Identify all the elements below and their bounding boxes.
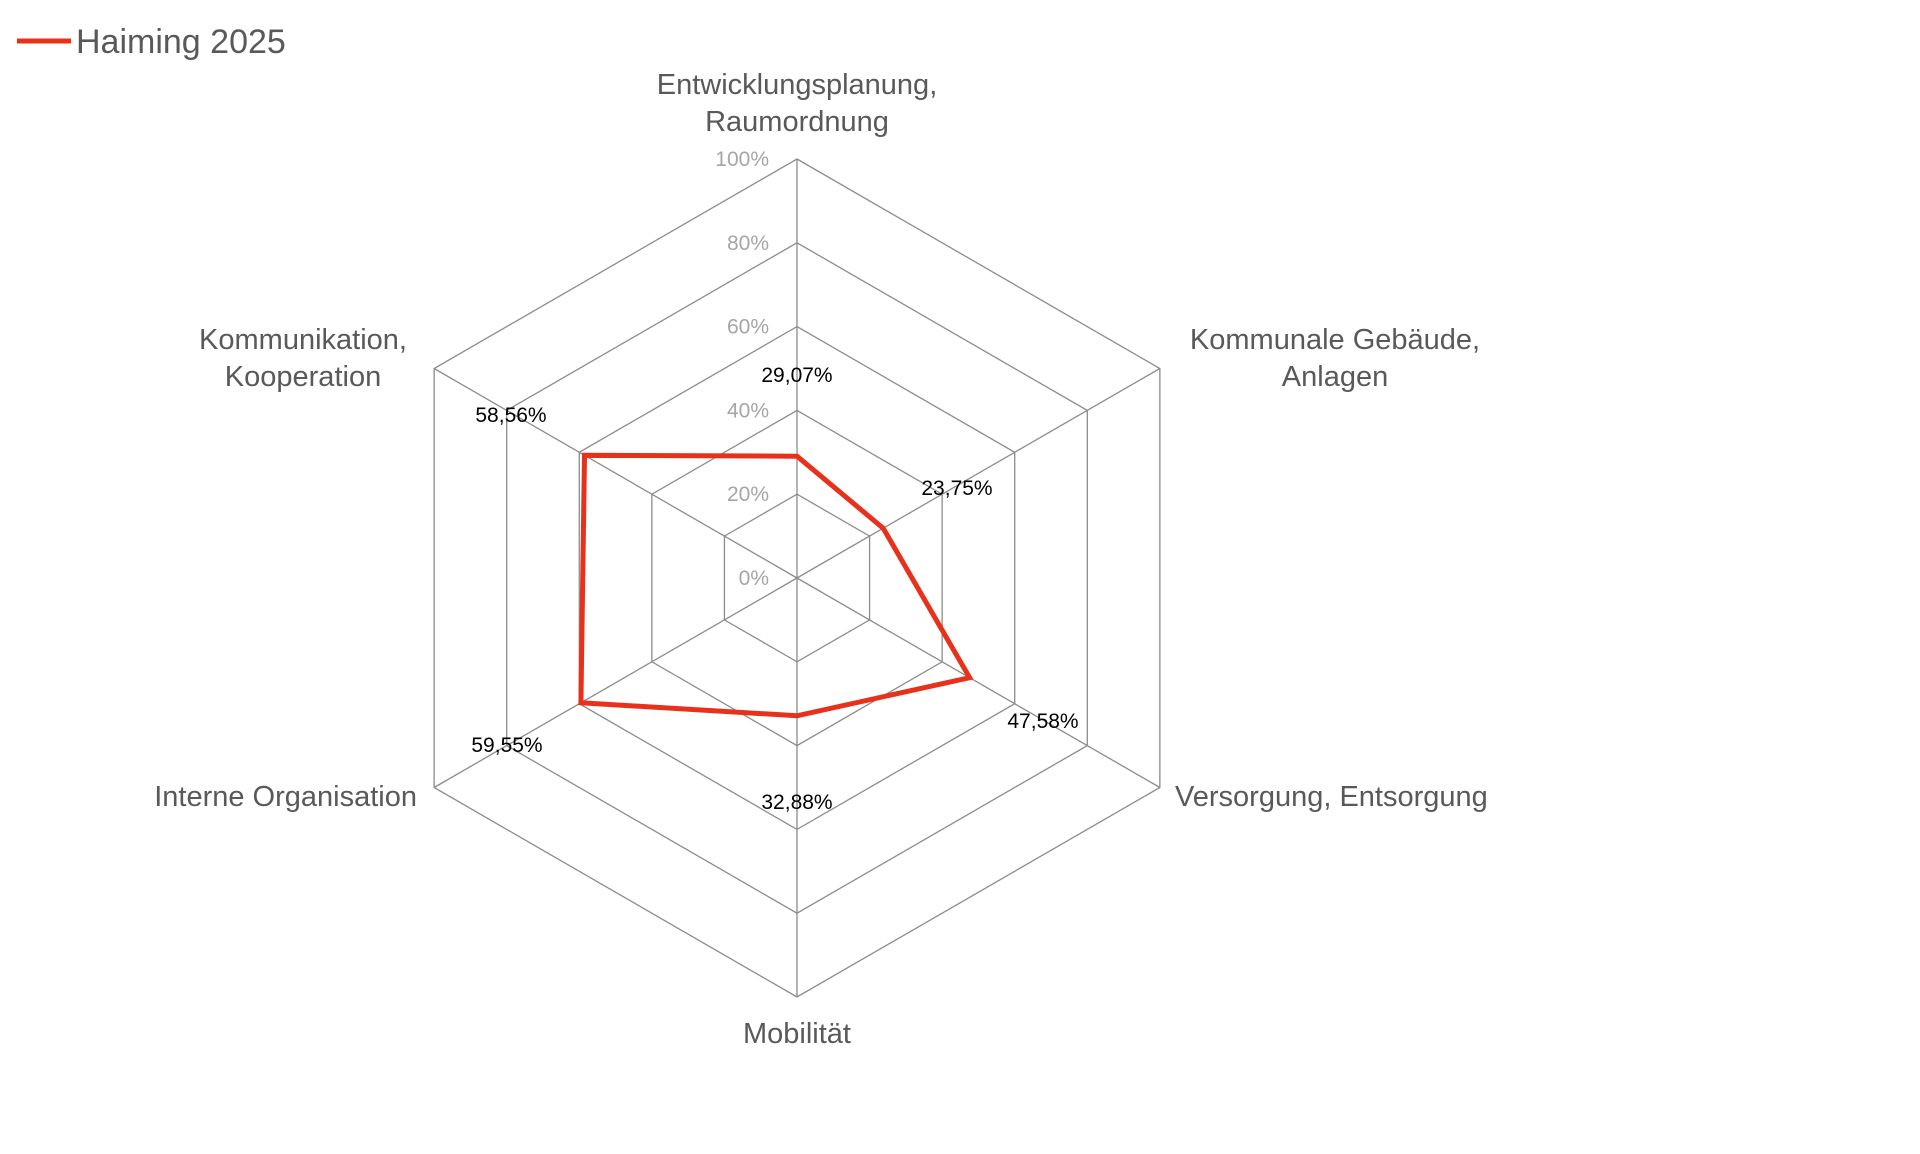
category-label: Interne Organisation — [154, 781, 417, 813]
data-point — [795, 713, 799, 718]
tick-label: 20% — [727, 483, 769, 506]
category-label: Anlagen — [1282, 361, 1388, 393]
category-label: Versorgung, Entsorgung — [1175, 781, 1488, 813]
data-labels: 29,07% 23,75% 47,58% 32,88% 59,55% 58,56% — [471, 364, 1078, 814]
grid-spoke — [433, 577, 798, 789]
data-label: 59,55% — [471, 734, 542, 757]
category-label: Entwicklungsplanung, — [657, 69, 938, 101]
data-point — [795, 454, 799, 459]
grid-spoke — [433, 367, 798, 579]
data-point — [967, 675, 972, 680]
tick-label: 0% — [739, 567, 769, 590]
legend-label: Haiming 2025 — [76, 23, 286, 61]
data-label: 32,88% — [761, 791, 832, 814]
data-point — [582, 453, 587, 458]
legend: Haiming 2025 — [17, 23, 286, 61]
data-label: 29,07% — [761, 364, 832, 387]
tick-labels: 0% 20% 40% 60% 80% 100% — [715, 148, 769, 590]
grid — [433, 158, 1161, 998]
data-point — [578, 700, 583, 705]
category-labels: Entwicklungsplanung, RaumordnungKommunale… — [154, 69, 1488, 1050]
category-label: Kooperation — [225, 361, 381, 393]
tick-label: 80% — [727, 232, 769, 255]
data-point — [881, 526, 886, 531]
data-label: 47,58% — [1007, 710, 1078, 733]
data-label: 23,75% — [921, 477, 992, 500]
tick-label: 60% — [727, 316, 769, 339]
tick-label: 100% — [715, 148, 769, 171]
category-label: Mobilität — [743, 1018, 851, 1050]
grid-spoke — [796, 367, 1161, 579]
category-label: Kommunikation, — [199, 324, 407, 356]
tick-label: 40% — [727, 399, 769, 422]
series-line — [578, 452, 974, 719]
grid-spoke — [796, 577, 1161, 789]
category-label: Kommunale Gebäude, — [1190, 324, 1480, 356]
category-label: Raumordnung — [705, 106, 889, 138]
data-label: 58,56% — [475, 404, 546, 427]
series — [578, 452, 974, 719]
